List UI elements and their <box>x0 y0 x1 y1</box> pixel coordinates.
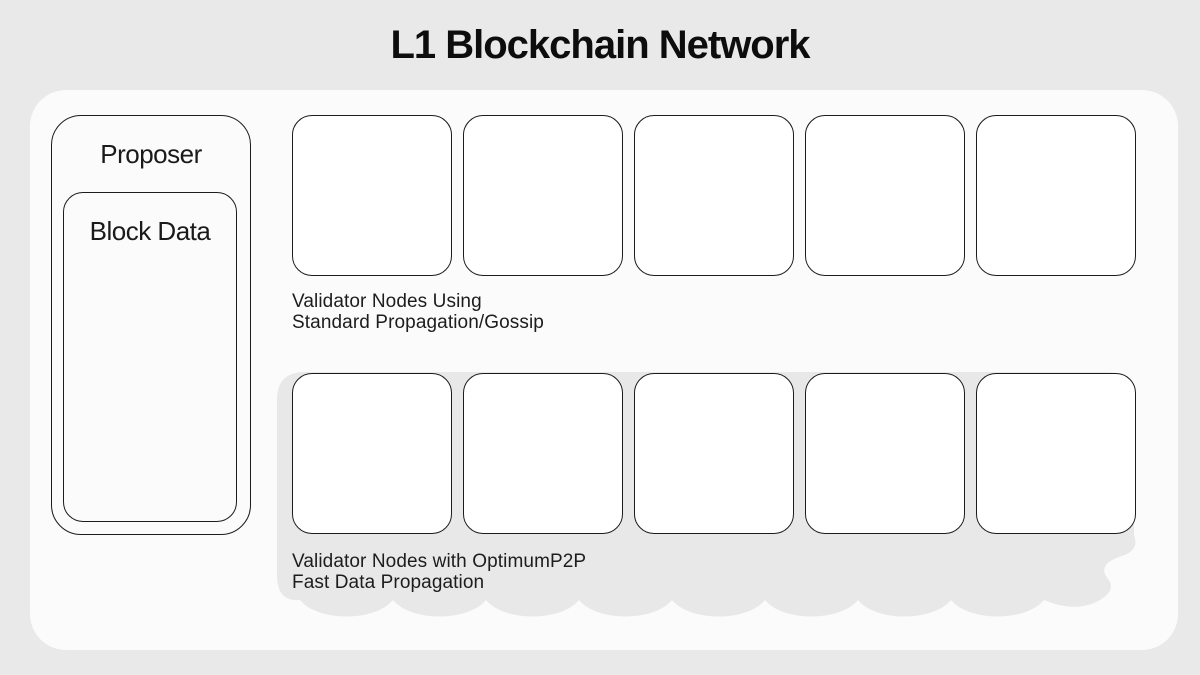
optimum-validator-row <box>292 373 1136 534</box>
optimum-caption-line1: Validator Nodes with OptimumP2P <box>292 551 587 572</box>
optimum-caption-line2: Fast Data Propagation <box>292 572 485 593</box>
standard-validator-row <box>292 115 1136 276</box>
validator-node-optimum <box>463 373 623 534</box>
validator-node-standard <box>634 115 794 276</box>
validator-node-optimum <box>634 373 794 534</box>
proposer-label: Proposer <box>100 139 202 169</box>
standard-caption: Validator Nodes Using Standard Propagati… <box>292 291 544 333</box>
page-title: L1 Blockchain Network <box>390 23 810 67</box>
validator-node-standard <box>976 115 1136 276</box>
block-data-label: Block Data <box>89 216 211 246</box>
standard-caption-line2: Standard Propagation/Gossip <box>292 312 544 333</box>
optimum-caption: Validator Nodes with OptimumP2P Fast Dat… <box>292 551 586 593</box>
validator-node-standard <box>292 115 452 276</box>
validator-node-standard <box>805 115 965 276</box>
validator-node-optimum <box>805 373 965 534</box>
proposer-box: Proposer Block Data <box>51 115 251 535</box>
validator-node-standard <box>463 115 623 276</box>
block-data-box: Block Data <box>63 192 237 522</box>
validator-node-optimum <box>976 373 1136 534</box>
main-panel: Proposer Block Data Validator Nodes Usin… <box>30 90 1178 650</box>
validator-node-optimum <box>292 373 452 534</box>
standard-caption-line1: Validator Nodes Using <box>292 291 482 312</box>
